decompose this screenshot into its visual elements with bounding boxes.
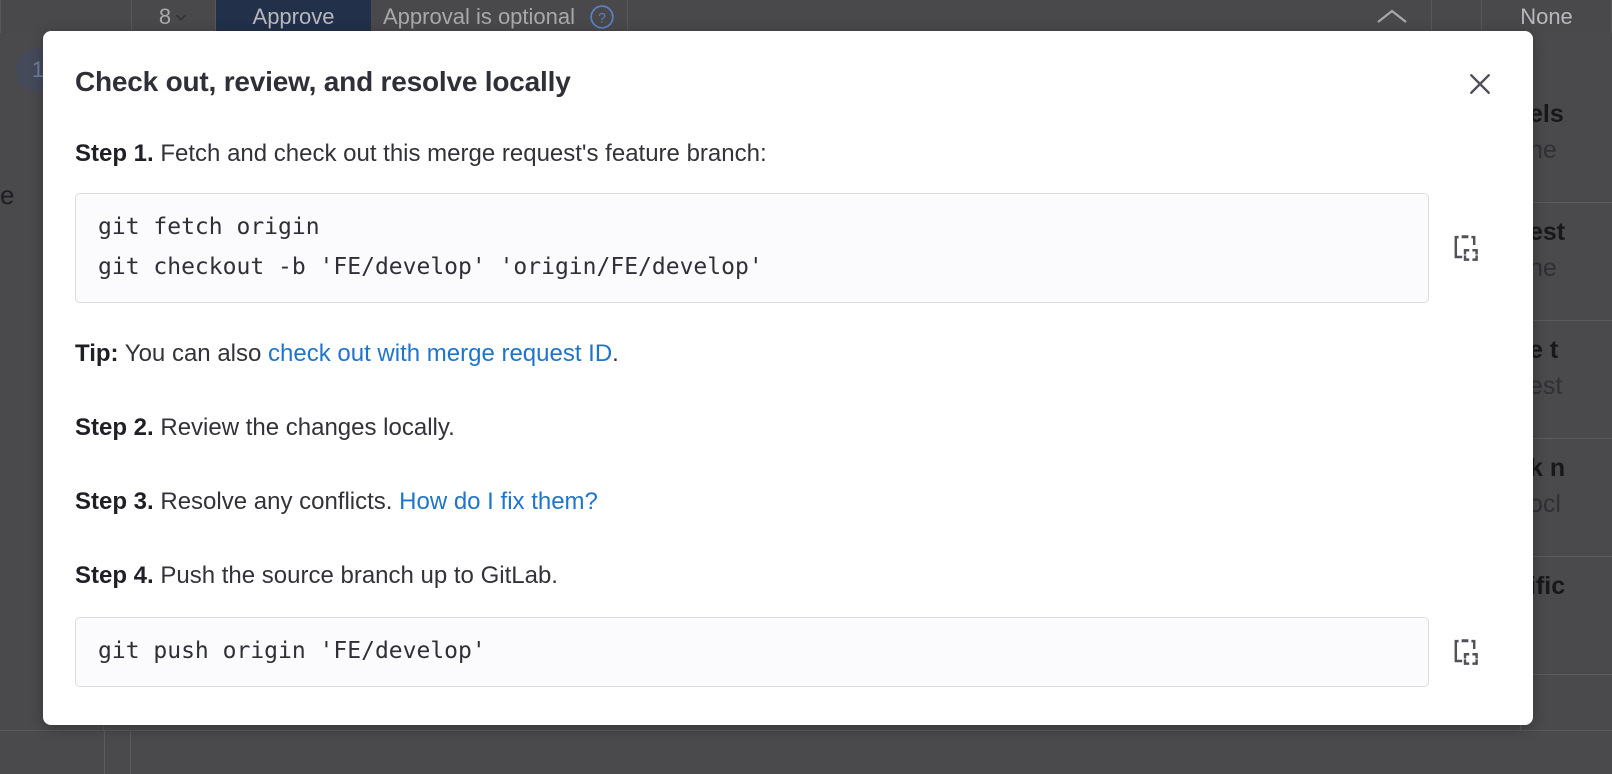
step-2-line: Step 2. Review the changes locally.	[75, 413, 1501, 443]
modal-title: Check out, review, and resolve locally	[75, 66, 571, 97]
copy-button-1[interactable]	[1429, 193, 1501, 303]
step-4-label: Step 4.	[75, 562, 154, 589]
approvers-count: 8	[158, 3, 172, 29]
step-3-label: Step 3.	[75, 488, 154, 515]
modal-header: Check out, review, and resolve locally	[75, 65, 1501, 99]
topbar-cell-blank-2	[1432, 0, 1482, 33]
sidebar-item-title: els	[1529, 100, 1564, 128]
git-push-code[interactable]: git push origin 'FE/develop'	[75, 617, 1429, 687]
sidebar-item[interactable]: est ne	[1521, 203, 1612, 321]
backdrop-bottom-bar	[0, 730, 1612, 774]
git-checkout-code[interactable]: git fetch origin git checkout -b 'FE/dev…	[75, 193, 1429, 303]
svg-text:?: ?	[598, 9, 606, 25]
step-1-line: Step 1. Fetch and check out this merge r…	[75, 139, 1501, 169]
how-do-i-fix-them-link[interactable]: How do I fix them?	[399, 488, 598, 515]
step-4-line: Step 4. Push the source branch up to Git…	[75, 561, 1501, 591]
step-1-label: Step 1.	[75, 140, 154, 167]
sidebar-item-title: ific	[1529, 572, 1566, 600]
backdrop-divider	[104, 730, 105, 774]
approve-button[interactable]: Approve	[216, 0, 371, 33]
question-circle-icon[interactable]: ?	[589, 4, 615, 30]
sidebar-item-value: ne	[1529, 136, 1557, 164]
close-button[interactable]	[1465, 69, 1495, 99]
code-block-row-2: git push origin 'FE/develop'	[75, 617, 1501, 687]
merge-request-sidebar: els ne est ne e t est k n ocl ific	[1520, 33, 1612, 774]
sidebar-item-title: est	[1529, 218, 1566, 246]
chevron-down-icon	[176, 14, 187, 21]
step-3-text: Resolve any conflicts.	[153, 488, 400, 515]
notification-badge-count: 1	[31, 57, 45, 82]
step-3-line: Step 3. Resolve any conflicts. How do I …	[75, 487, 1501, 517]
close-icon	[1470, 74, 1490, 94]
sidebar-item[interactable]: ific	[1521, 557, 1612, 675]
approval-status: Approval is optional ?	[371, 0, 629, 33]
topbar-cell-blank	[0, 0, 132, 33]
step-2-text: Review the changes locally.	[153, 414, 455, 441]
assignee-value-label: None	[1520, 3, 1573, 29]
checkout-locally-modal: Check out, review, and resolve locally S…	[43, 31, 1533, 725]
tip-text-after: .	[612, 340, 619, 367]
merge-request-approval-bar: 8 Approve Approval is optional ? None	[0, 0, 1612, 33]
approvers-dropdown[interactable]: 8	[132, 0, 216, 33]
topbar-spacer	[628, 0, 1352, 33]
copy-button-2[interactable]	[1429, 617, 1501, 687]
step-2-label: Step 2.	[75, 414, 154, 441]
backdrop-divider	[130, 730, 131, 774]
sidebar-item-title: e t	[1529, 336, 1559, 364]
chevron-up-icon	[1376, 9, 1407, 23]
sidebar-item-value: ne	[1529, 254, 1557, 282]
modal-body: Check out, review, and resolve locally S…	[43, 31, 1533, 687]
step-4-text: Push the source branch up to GitLab.	[153, 562, 558, 589]
collapse-toggle[interactable]	[1352, 0, 1432, 33]
code-block-row-1: git fetch origin git checkout -b 'FE/dev…	[75, 193, 1501, 303]
copy-to-clipboard-icon	[1454, 639, 1478, 665]
approval-status-label: Approval is optional	[383, 3, 576, 29]
sidebar-item[interactable]: e t est	[1521, 321, 1612, 439]
tip-line: Tip: You can also check out with merge r…	[75, 339, 1501, 369]
checkout-with-mr-id-link[interactable]: check out with merge request ID	[268, 340, 613, 367]
sidebar-item-title: k n	[1529, 454, 1566, 482]
tip-text-before: You can also	[118, 340, 269, 367]
sidebar-item-value: est	[1529, 372, 1563, 400]
copy-to-clipboard-icon	[1454, 235, 1478, 261]
approve-button-label: Approve	[252, 3, 335, 29]
sidebar-item[interactable]: k n ocl	[1521, 439, 1612, 557]
sidebar-item-value: ocl	[1529, 490, 1561, 518]
assignee-value: None	[1482, 0, 1612, 33]
step-1-text: Fetch and check out this merge request's…	[153, 140, 767, 167]
sidebar-item[interactable]: els ne	[1521, 85, 1612, 203]
tip-label: Tip:	[75, 340, 119, 367]
backdrop-left-text-fragment: e	[0, 180, 15, 210]
